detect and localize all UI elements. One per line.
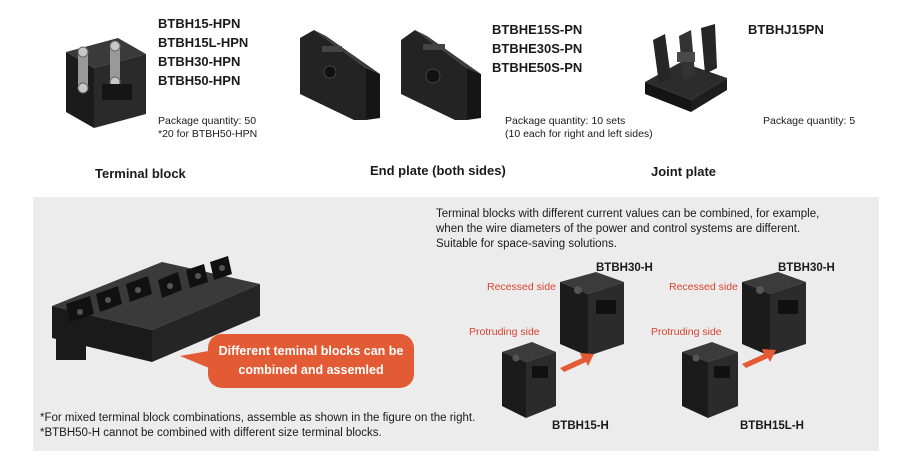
diagram-right-recessed-label: Recessed side: [669, 281, 738, 293]
model-name: BTBH50-HPN: [158, 73, 241, 88]
terminal-block-caption: Terminal block: [95, 166, 186, 181]
description-line: Terminal blocks with different current v…: [436, 208, 820, 220]
terminal-block-models: BTBH15-HPN BTBH15L-HPN BTBH30-HPN BTBH50…: [158, 14, 248, 90]
note-line: *For mixed terminal block combinations, …: [40, 412, 476, 424]
terminal-block-image: [66, 38, 146, 128]
end-plate-image-right: [401, 30, 481, 120]
diagram-right-top-model: BTBH30-H: [778, 262, 835, 274]
joint-plate-model: BTBHJ15PN: [748, 22, 824, 37]
end-plate-package: Package quantity: 10 sets (10 each for r…: [505, 115, 653, 141]
diagram-left-bottom-model: BTBH15-H: [552, 420, 609, 432]
model-name: BTBH15L-HPN: [158, 35, 249, 50]
joint-plate-image: [645, 24, 727, 112]
model-name: BTBHE15S-PN: [492, 22, 583, 37]
diagram-left-recessed-label: Recessed side: [487, 281, 556, 293]
callout-line: combined and assemled: [238, 363, 384, 377]
diagram-right-bottom-model: BTBH15L-H: [740, 420, 804, 432]
diagram-left-top-model: BTBH30-H: [596, 262, 653, 274]
model-name: BTBHE50S-PN: [492, 60, 583, 75]
diagram-right-protruding-label: Protruding side: [651, 326, 722, 338]
joint-plate-caption: Joint plate: [651, 164, 717, 179]
note-line: *BTBH50-H cannot be combined with differ…: [40, 427, 382, 439]
model-name: BTBHE30S-PN: [492, 41, 583, 56]
diagram-left-large-block: [560, 272, 624, 356]
diagram-left-arrow: [560, 353, 594, 372]
callout-line: Different teminal blocks can be: [218, 344, 404, 358]
combined-terminal-block-image: [52, 256, 260, 362]
description-line: Suitable for space-saving solutions.: [436, 238, 617, 250]
package-quantity: Package quantity: 50: [158, 115, 257, 127]
diagram-right-large-block: [742, 272, 806, 356]
combination-notes: *For mixed terminal block combinations, …: [40, 411, 475, 441]
terminal-block-package: Package quantity: 50 *20 for BTBH50-HPN: [158, 115, 257, 141]
diagram-left-protruding-label: Protruding side: [469, 326, 540, 338]
model-name: BTBH30-HPN: [158, 54, 241, 69]
joint-plate-package: Package quantity: 5: [763, 115, 856, 127]
diagram-right-small-block: [682, 342, 738, 418]
diagram-right-arrow: [742, 349, 776, 368]
end-plate-caption: End plate (both sides): [370, 163, 506, 178]
combination-description: Terminal blocks with different current v…: [436, 207, 819, 252]
package-note: (10 each for right and left sides): [505, 128, 653, 140]
package-quantity: Package quantity: 10 sets: [505, 115, 626, 127]
end-plate-models: BTBHE15S-PN BTBHE30S-PN BTBHE50S-PN: [492, 20, 582, 77]
package-note: *20 for BTBH50-HPN: [158, 128, 258, 140]
end-plate-image-left: [300, 30, 380, 120]
diagram-left-small-block: [502, 342, 556, 418]
description-line: when the wire diameters of the power and…: [436, 223, 801, 235]
callout-bubble: Different teminal blocks can be combined…: [208, 334, 414, 388]
callout-pointer: [180, 350, 214, 370]
model-name: BTBH15-HPN: [158, 16, 241, 31]
